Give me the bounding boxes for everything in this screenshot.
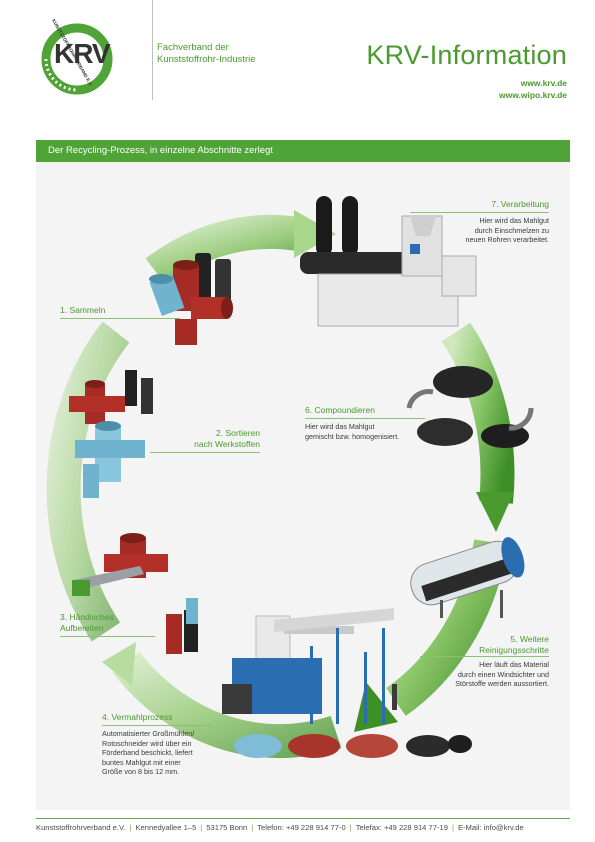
footer-city: 53175 Bonn (206, 823, 248, 832)
step-4-desc-line: Förderband beschickt, liefert (102, 748, 193, 757)
arrow-head-1 (294, 210, 336, 258)
step-3-label-line2: Aufbereiten (60, 623, 104, 633)
step-4-desc-line: Rotoschneider wird über ein (102, 738, 192, 748)
step-4-label: 4. Vermahlprozess (102, 712, 173, 722)
footer-org: Kunststoffrohrverband e.V. (36, 823, 126, 832)
step-5-desc-line: Hier läuft das Material (479, 660, 549, 669)
step-4-description: Automatisierter Großmühlen/ Rotoschneide… (102, 729, 194, 777)
org-name: Fachverband der Kunststoffrohr-Industrie (157, 42, 256, 66)
step-5-desc-line: Störstoffe werden aussortiert. (455, 679, 549, 688)
step-2-underline (150, 452, 260, 453)
step-5-underline (420, 656, 549, 657)
step-6-underline (305, 418, 425, 419)
url-wipo[interactable]: www.wipo.krv.de (498, 90, 567, 100)
footer-phone: Telefon: +49 228 914 77-0 (257, 823, 346, 832)
step-2-label-line2: nach Werkstoffen (194, 439, 260, 449)
step-3-underline (60, 636, 155, 637)
step-1-underline (60, 318, 180, 319)
step-4-underline (102, 725, 212, 726)
org-line-2: Kunststoffrohr-Industrie (157, 54, 256, 65)
collected-pipes-illustration (149, 253, 233, 345)
step-6-description: Hier wird das Mahlgut gemischt bzw. homo… (305, 422, 399, 441)
krv-logo: KRV KUNSTSTOFFROHRVERBAND E.V. (38, 18, 116, 98)
footer-rule (36, 818, 570, 819)
step-7-desc-line: durch Einschmelzen zu (474, 225, 549, 235)
step-2-label: 2. Sortieren nach Werkstoffen (150, 428, 260, 450)
url-krv[interactable]: www.krv.de (520, 78, 567, 88)
arrow-head-2 (476, 492, 514, 532)
footer-street: Kennedyallee 1–5 (135, 823, 197, 832)
step-7-desc-line: Hier wird das Mahlgut (479, 216, 549, 225)
regrind-piles (234, 734, 472, 758)
step-3-label: 3. Händisches Aufbereiten (60, 612, 114, 634)
step-7-underline (410, 212, 549, 213)
step-5-label-line1: 5. Weitere (510, 634, 549, 644)
step-5-label-line2: Reinigungsschritte (479, 645, 549, 655)
step-7-label: 7. Verarbeitung (491, 199, 549, 209)
extruder-illustration (300, 196, 477, 327)
step-6-desc-line: gemischt bzw. homogenisiert. (305, 431, 400, 441)
logo-letters: KRV (54, 38, 111, 69)
drum-screen-illustration (410, 537, 525, 618)
manual-prep-illustration (72, 533, 198, 654)
arrow-head-4 (102, 642, 136, 686)
step-5-desc-line: durch einen Windsichter und (457, 669, 549, 679)
footer-fax: Telefax: +49 228 914 77-19 (355, 823, 448, 832)
compound-illustration (406, 366, 534, 448)
step-3-label-line1: 3. Händisches (60, 612, 114, 622)
section-banner: Der Recycling-Prozess, in einzelne Absch… (36, 140, 570, 162)
sorted-pipes-illustration (69, 370, 153, 498)
page-title: KRV-Information (366, 40, 567, 70)
recycling-cycle (46, 210, 515, 759)
step-7-description: Hier wird das Mahlgut durch Einschmelzen… (465, 216, 549, 245)
step-4-desc-line: Größe von 8 bis 12 mm. (102, 767, 180, 776)
step-4-desc-line: Automatisierter Großmühlen/ (102, 729, 195, 738)
footer: Kunststoffrohrverband e.V.|Kennedyallee … (36, 823, 524, 832)
step-5-description: Hier läuft das Material durch einen Wind… (455, 660, 549, 689)
step-7-desc-line: neuen Rohren verarbeitet. (465, 235, 549, 244)
step-2-label-line1: 2. Sortieren (216, 428, 260, 438)
step-6-label: 6. Compoundieren (305, 405, 375, 415)
org-line-1: Fachverband der (157, 42, 229, 53)
header-divider (152, 0, 153, 100)
step-4-desc-line: buntes Mahlgut mit einer (102, 757, 181, 767)
step-1-label: 1. Sammeln (60, 305, 106, 315)
step-6-desc-line: Hier wird das Mahlgut (305, 422, 375, 431)
step-5-label: 5. Weitere Reinigungsschritte (479, 634, 549, 656)
grinder-machine-illustration (222, 608, 397, 724)
footer-email[interactable]: E-Mail: info@krv.de (457, 823, 524, 832)
